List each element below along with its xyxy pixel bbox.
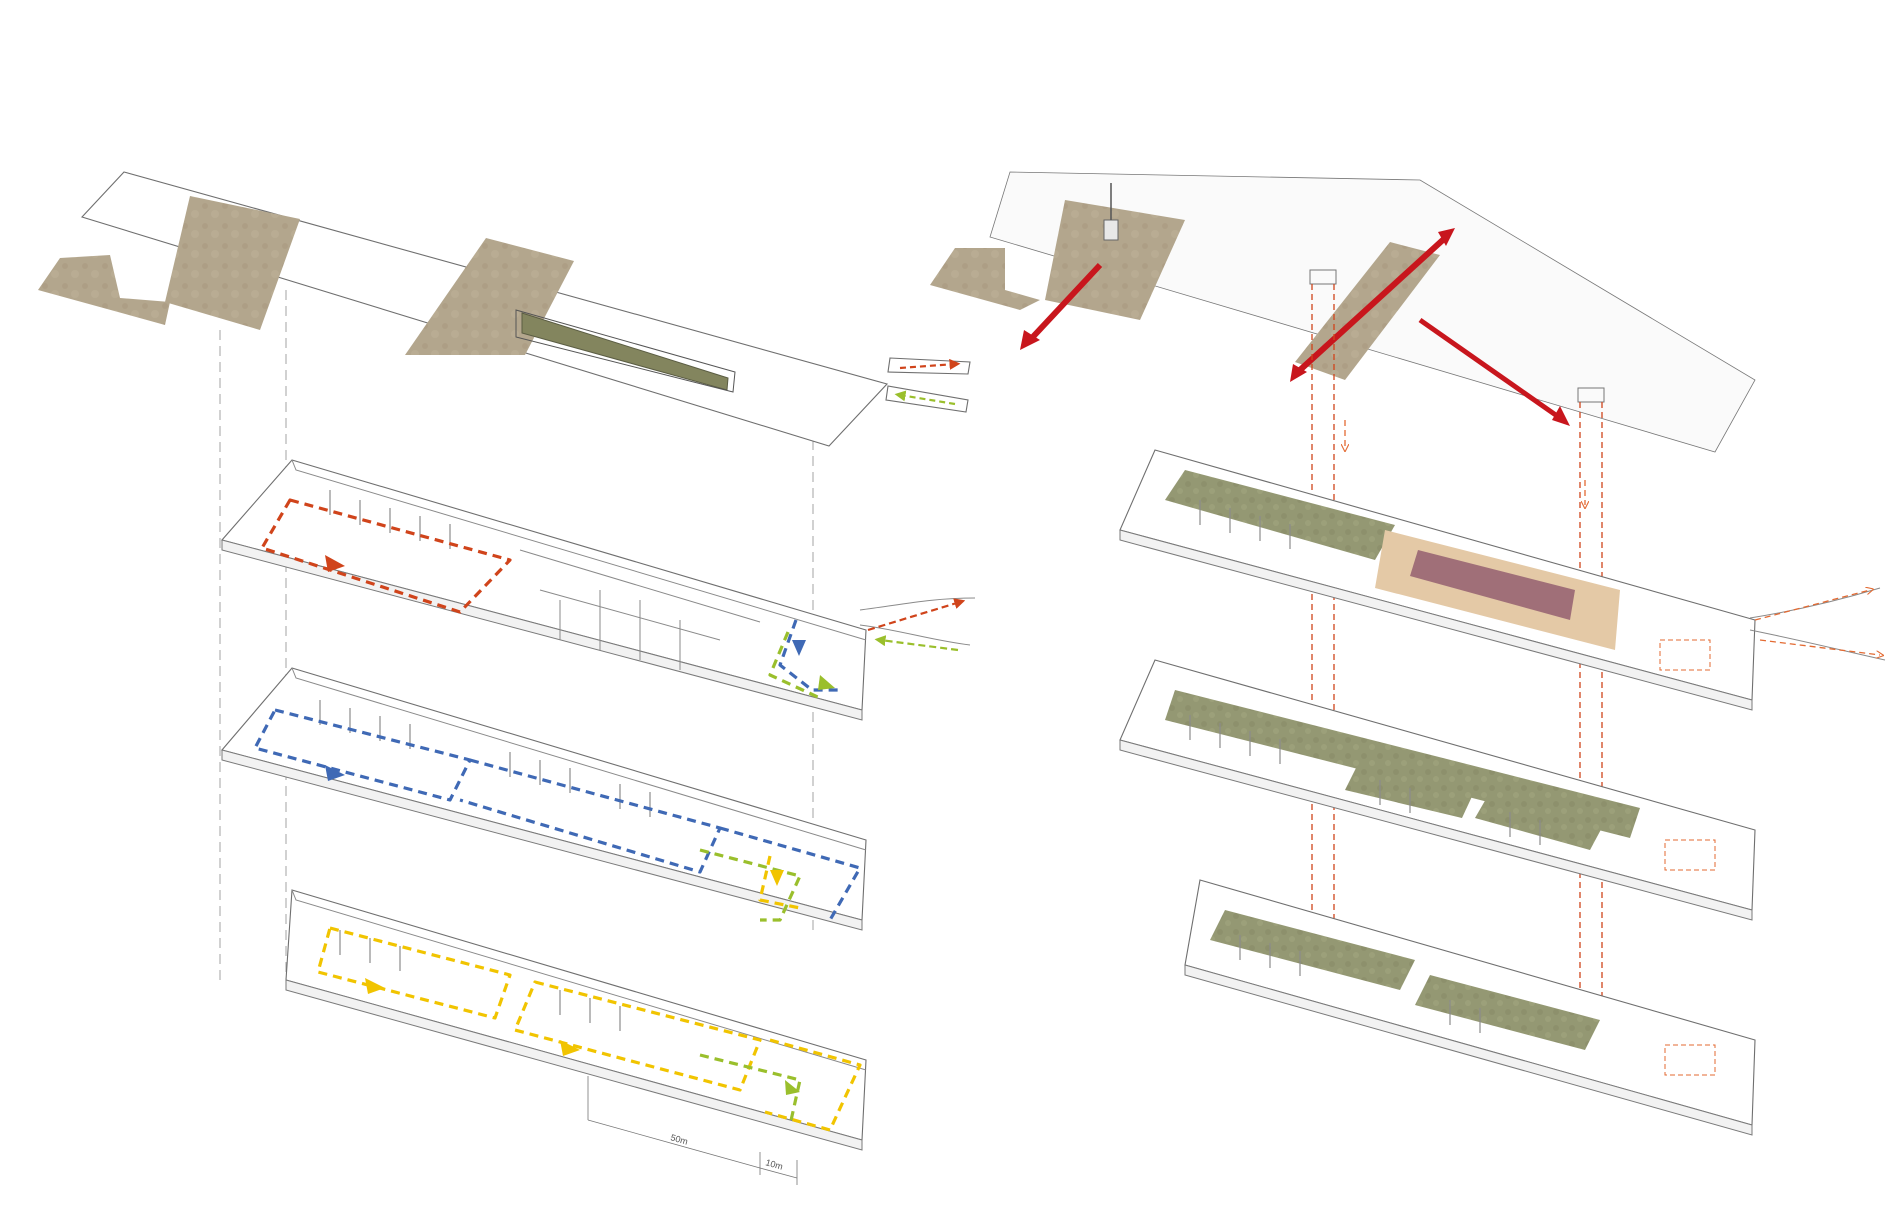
right-level-3 <box>1184 879 1756 1136</box>
right-core-guides <box>1309 269 1605 1060</box>
scale-label-50m: 50m <box>669 1132 689 1146</box>
left-entry-ramp <box>859 597 976 652</box>
left-level-3 <box>285 889 867 1151</box>
right-level-3-posts <box>1239 935 1481 1033</box>
left-roof-plan <box>38 171 889 447</box>
right-level-2-posts <box>1189 715 1541 845</box>
right-level-1 <box>1119 449 1886 711</box>
tower-icon <box>1103 183 1119 241</box>
right-level-2 <box>1119 659 1756 921</box>
scale-bar: 50m 10m <box>587 1076 798 1185</box>
left-legend-chips <box>885 357 971 413</box>
right-level-1-posts <box>1199 500 1291 549</box>
left-level-1 <box>221 459 867 721</box>
left-level-2 <box>221 667 867 931</box>
left-level-3-posts <box>339 930 621 1031</box>
right-roof-plan <box>930 171 1756 453</box>
left-exploded-stack: 50m 10m <box>38 171 976 1185</box>
scale-label-10m: 10m <box>764 1157 784 1171</box>
right-exploded-stack <box>930 171 1886 1136</box>
